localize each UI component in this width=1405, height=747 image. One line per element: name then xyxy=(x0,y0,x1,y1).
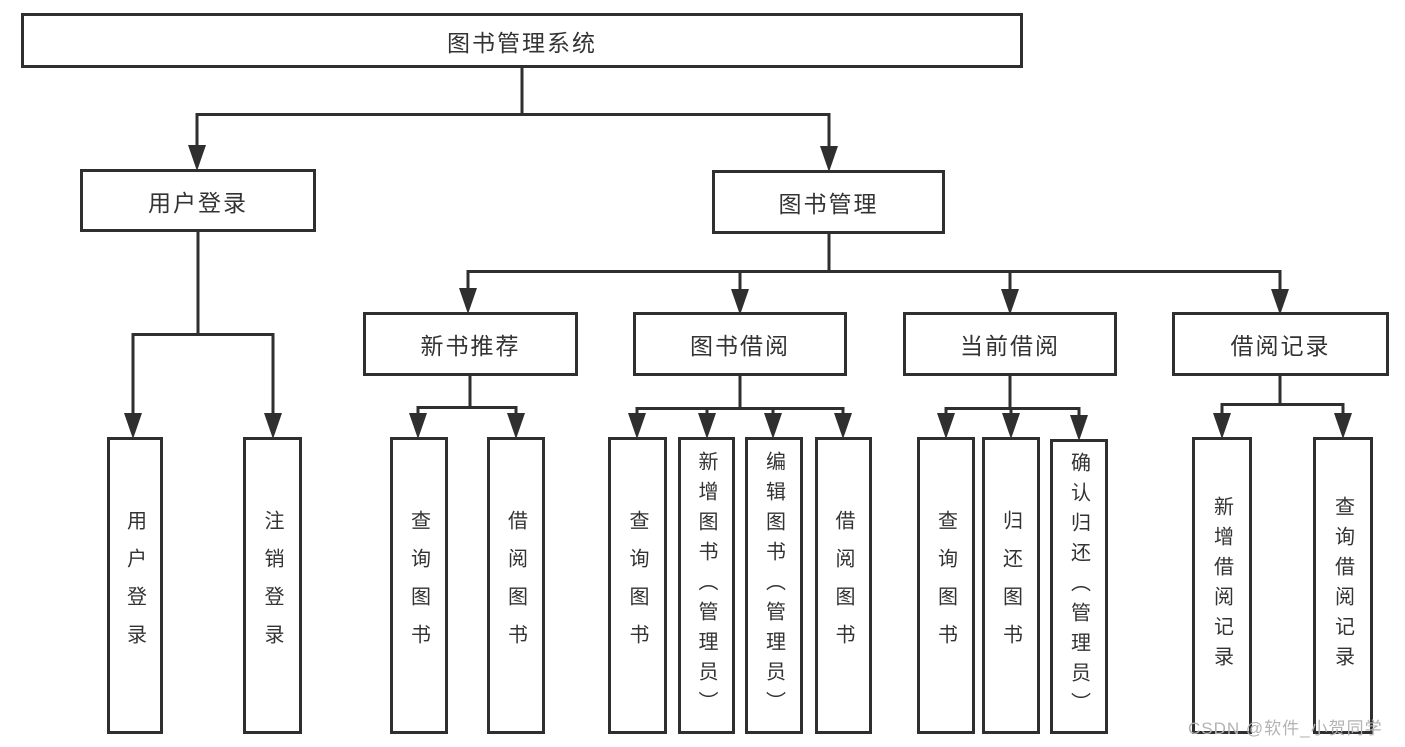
csdn-watermark: CSDN @软件_小贺同学 xyxy=(1188,719,1383,738)
leaf-return-books: 归还图书 xyxy=(982,437,1040,734)
connector-records-split xyxy=(1220,376,1345,414)
connector-bookmgmt-split xyxy=(466,234,1282,291)
node-book-borrow: 图书借阅 xyxy=(633,312,847,376)
node-borrow-records: 借阅记录 xyxy=(1172,312,1389,376)
leaf-borrow-books-recommend: 借阅图书 xyxy=(487,437,545,734)
leaf-borrow-books: 借阅图书 xyxy=(815,437,872,734)
leaf-query-borrow-record: 查询借阅记录 xyxy=(1313,437,1373,734)
arrowheads xyxy=(124,145,1352,441)
arrowhead xyxy=(1213,413,1231,439)
node-book-management: 图书管理 xyxy=(712,170,945,234)
arrowhead xyxy=(820,146,838,172)
leaf-user-login: 用户登录 xyxy=(107,437,163,734)
node-current-borrow: 当前借阅 xyxy=(903,312,1117,376)
leaf-confirm-return-admin: 确认归还（管理员） xyxy=(1050,439,1108,734)
leaf-query-books-recommend: 查询图书 xyxy=(390,437,448,734)
connector-userlogin-split xyxy=(131,232,275,414)
connector-bookborrow-split xyxy=(635,376,845,414)
arrowhead xyxy=(1271,289,1289,315)
arrowhead xyxy=(764,413,782,439)
arrowhead xyxy=(409,413,427,439)
arrowhead xyxy=(1002,413,1020,439)
arrowhead xyxy=(1070,415,1088,441)
leaf-add-books-admin: 新增图书（管理员） xyxy=(678,437,735,734)
arrowhead xyxy=(1001,289,1019,315)
leaf-edit-books-admin: 编辑图书（管理员） xyxy=(745,437,803,734)
node-user-login: 用户登录 xyxy=(80,169,316,232)
arrowhead xyxy=(731,289,749,315)
arrowhead xyxy=(459,288,477,314)
leaf-query-books-borrow: 查询图书 xyxy=(608,437,667,734)
arrowhead xyxy=(507,413,525,439)
leaf-query-books-current: 查询图书 xyxy=(917,437,975,734)
arrowhead xyxy=(698,413,716,439)
leaf-logout: 注销登录 xyxy=(243,437,302,734)
leaf-add-borrow-record: 新增借阅记录 xyxy=(1192,437,1252,734)
arrowhead xyxy=(834,413,852,439)
arrowhead xyxy=(188,145,206,171)
arrowhead xyxy=(937,413,955,439)
connector-currentborrow-split xyxy=(944,376,1081,416)
arrowhead xyxy=(628,413,646,439)
node-root-system: 图书管理系统 xyxy=(21,13,1023,68)
arrowhead xyxy=(1334,413,1352,439)
connector-newbook-split xyxy=(416,376,518,414)
connector-root-split xyxy=(195,68,831,147)
arrowhead xyxy=(124,413,142,439)
arrowhead xyxy=(264,413,282,439)
node-new-book-recommend: 新书推荐 xyxy=(363,312,578,376)
